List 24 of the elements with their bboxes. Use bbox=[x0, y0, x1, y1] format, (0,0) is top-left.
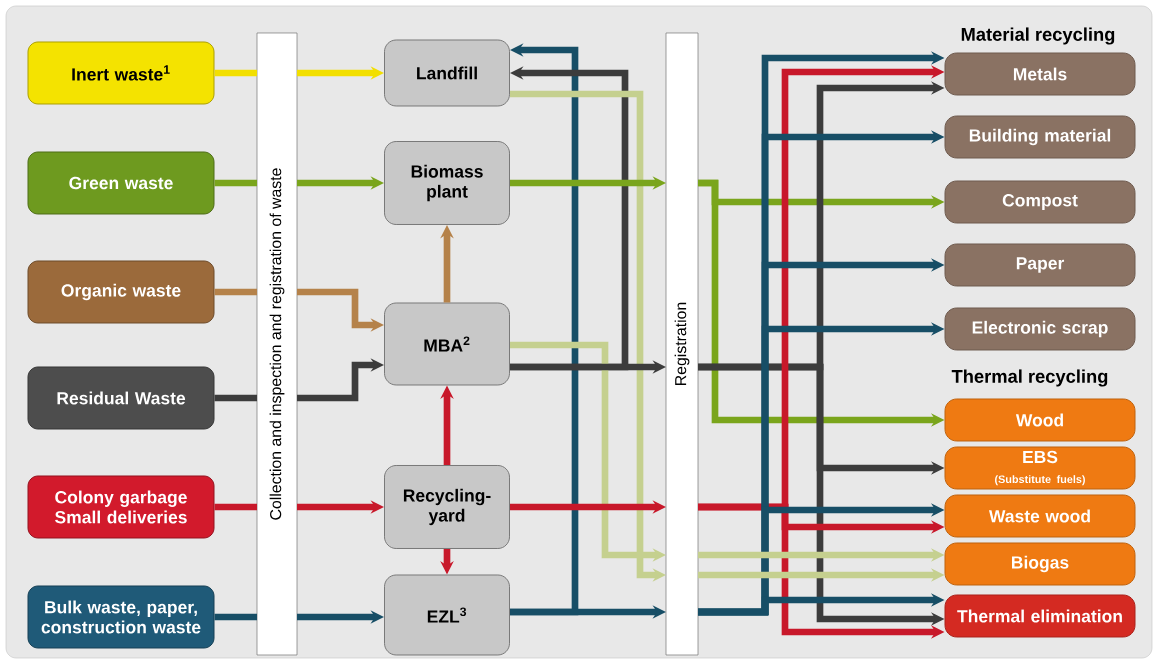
thermal-output-box: Wood bbox=[944, 398, 1136, 442]
material-output-box: Compost bbox=[944, 180, 1136, 224]
section-heading: Thermal recycling bbox=[951, 369, 1108, 387]
waste-source-box: Inert waste$^{1}$ bbox=[27, 41, 215, 105]
waste-source-box: Organic waste bbox=[27, 260, 215, 324]
facility-box: EZL$^{3}$ bbox=[384, 574, 510, 656]
waste-source-box: Colony garbage Small deliveries bbox=[27, 475, 215, 539]
material-output-box: Building material bbox=[944, 115, 1136, 159]
facility-box: Recycling-yard bbox=[384, 465, 510, 549]
waste-source-box: Bulk waste, paper, construction waste bbox=[27, 585, 215, 649]
waste-source-box: Green waste bbox=[27, 151, 215, 215]
process-band: Collection and inspection and registration of waste bbox=[256, 32, 298, 656]
facility-box: Landfill bbox=[384, 39, 510, 107]
thermal-output-box: Waste wood bbox=[944, 494, 1136, 538]
thermal-output-box: Biogas bbox=[944, 542, 1136, 586]
material-output-box: Electronic scrap bbox=[944, 307, 1136, 351]
thermal-output-box: Thermal elimination bbox=[944, 594, 1136, 638]
waste-source-box: Residual Waste bbox=[27, 366, 215, 430]
material-output-box: Metals bbox=[944, 52, 1136, 96]
facility-box: MBA$^{2}$ bbox=[384, 302, 510, 386]
facility-box: Biomass plant bbox=[384, 141, 510, 225]
material-output-box: Paper bbox=[944, 243, 1136, 287]
process-band: Registration bbox=[665, 32, 699, 656]
thermal-output-box: EBS (Substitute fuels) bbox=[944, 446, 1136, 490]
